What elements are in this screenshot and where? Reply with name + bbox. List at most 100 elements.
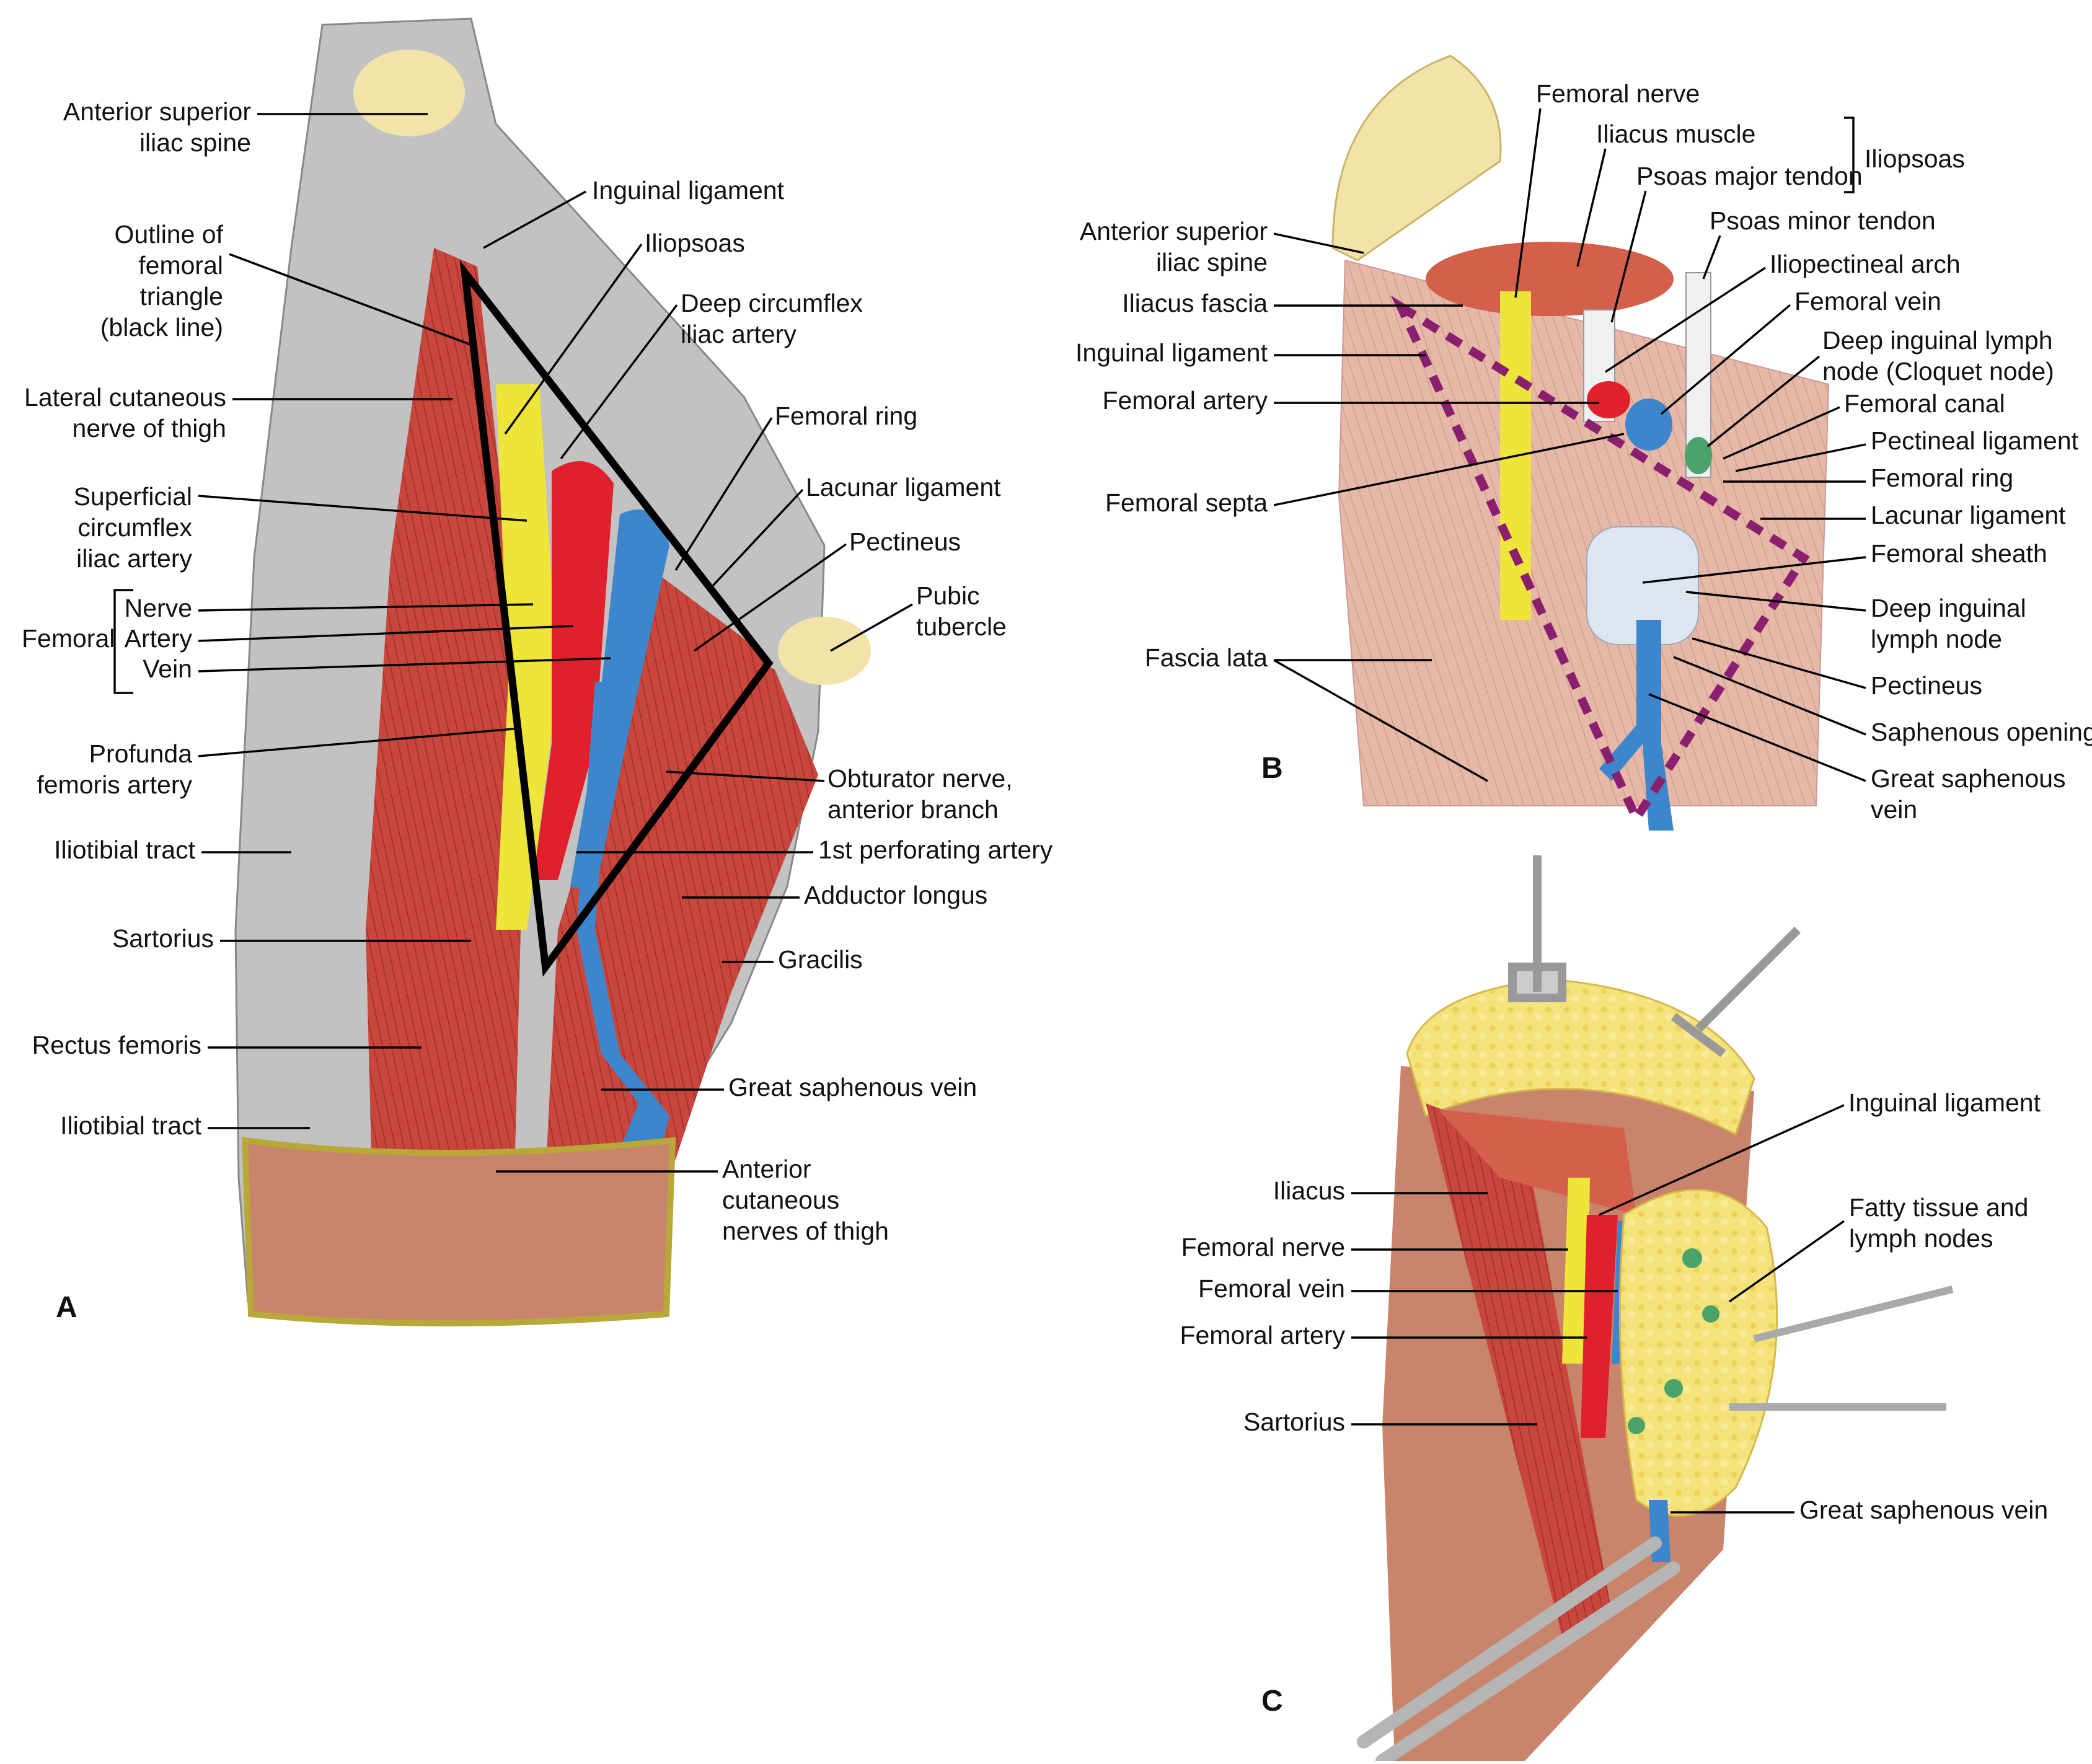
label-femoral-artery-b: Femoral artery — [1102, 386, 1268, 415]
label-iliopsoas-b: Iliopsoas — [1865, 144, 1965, 173]
label-acn-a-2: cutaneous — [722, 1186, 839, 1214]
sartorius-muscle-c — [1426, 1103, 1612, 1636]
label-gracilis-a: Gracilis — [778, 945, 863, 974]
leader-saphenous-opening-b — [1673, 656, 1866, 736]
label-iliopsoas-a: Iliopsoas — [645, 229, 745, 257]
panel-letter-c: C — [1261, 1685, 1283, 1718]
label-sartorius-a: Sartorius — [112, 924, 214, 953]
leader-vein-a — [198, 657, 611, 673]
pubic-tubercle-bone — [778, 617, 871, 685]
label-nerve-a: Nerve — [125, 594, 192, 622]
anterior-superior-iliac-spine-bone — [353, 50, 465, 136]
leader-pectineus-a — [694, 543, 847, 652]
retractor-right-c — [1671, 927, 1801, 1057]
label-fatty-c-2: lymph nodes — [1849, 1224, 1993, 1253]
label-pectineal-b: Pectineal ligament — [1871, 426, 2079, 455]
label-asis-a-1: Anterior superior — [63, 97, 251, 126]
leader-femoral-septa-b — [1273, 433, 1625, 506]
leader-fatty-c — [1729, 1220, 1845, 1303]
leader-pectineus-b — [1692, 637, 1866, 689]
femoral-artery-c — [1581, 1215, 1618, 1438]
label-lcn-a-2: nerve of thigh — [73, 414, 226, 443]
label-lcn-a-1: Lateral cutaneous — [24, 383, 226, 412]
label-cloquet-b-2: node (Cloquet node) — [1822, 357, 2054, 386]
label-cloquet-b-1: Deep inguinal lymph — [1822, 326, 2053, 355]
label-profunda-a-2: femoris artery — [37, 770, 192, 799]
femoral-artery-b — [1587, 381, 1630, 418]
label-outline-a-2: femoral — [138, 251, 223, 280]
femoral-triangle-outline — [459, 260, 774, 977]
label-femoral-ring-b: Femoral ring — [1871, 464, 2013, 492]
leader-cloquet-b — [1706, 355, 1821, 448]
leader-iliopectineal-b — [1605, 267, 1766, 373]
label-fascia-lata-b: Fascia lata — [1145, 643, 1268, 672]
leader-outline-a — [229, 253, 478, 348]
label-perforating-a: 1st perforating artery — [818, 836, 1053, 864]
label-femoral-nerve-c: Femoral nerve — [1181, 1233, 1345, 1261]
label-pectineus-a: Pectineus — [849, 527, 961, 556]
bracket-iliopsoas-b — [1844, 117, 1855, 193]
leader-inguinal-c — [1599, 1104, 1845, 1216]
femoral-nerve-c — [1562, 1178, 1590, 1364]
cloquet-node-b — [1685, 437, 1712, 474]
label-fatty-c-1: Fatty tissue and — [1849, 1193, 2028, 1222]
label-femoral-vein-c: Femoral vein — [1198, 1274, 1345, 1303]
panel-letter-a: A — [56, 1291, 77, 1324]
lymph-node-3-c — [1664, 1379, 1683, 1398]
label-vein-a: Vein — [143, 655, 192, 683]
leader-dcia-a — [560, 304, 678, 460]
label-dcia-a-1: Deep circumflex — [681, 289, 863, 317]
leader-lacunar-a — [712, 488, 804, 587]
labels-panel-b: B Femoral nerve Iliacus muscle Iliopsoas… — [1075, 79, 2092, 824]
label-sartorius-c: Sartorius — [1243, 1408, 1345, 1436]
label-lacunar-b: Lacunar ligament — [1871, 501, 2066, 529]
leader-obturator-a — [666, 770, 825, 782]
lymph-node-4-c — [1628, 1417, 1645, 1434]
label-iliopectineal-b: Iliopectineal arch — [1770, 250, 1961, 278]
labels-panel-c: C Inguinal ligament Iliacus Fatty tissue… — [1180, 1088, 2048, 1718]
forceps-c — [1357, 1537, 1680, 1764]
panel-c — [1357, 855, 1954, 1764]
lymph-node-2-c — [1702, 1305, 1719, 1323]
label-iliacus-fascia-b: Iliacus fascia — [1122, 289, 1268, 317]
leader-iliopsoas-a — [504, 244, 643, 434]
label-scia-a-1: Superficial — [74, 482, 192, 511]
label-gsv-c: Great saphenous vein — [1799, 1496, 2048, 1524]
femoral-nerve-a — [496, 384, 558, 930]
label-femoral-artery-c: Femoral artery — [1180, 1321, 1345, 1349]
leader-deep-node-b — [1685, 591, 1866, 612]
skin-cuff-a — [241, 1137, 676, 1326]
leader-profunda-a — [198, 727, 521, 757]
pelvic-bone-b — [1331, 55, 1502, 262]
label-dcia-a-2: iliac artery — [681, 320, 797, 348]
hook-upper-c — [1753, 1286, 1954, 1343]
label-gsv-a: Great saphenous vein — [728, 1073, 977, 1101]
label-inguinal-ligament-c: Inguinal ligament — [1848, 1088, 2041, 1117]
label-femoral-septa-b: Femoral septa — [1105, 488, 1268, 517]
leader-pubic-a — [830, 603, 913, 652]
sartorius-muscle — [366, 248, 521, 1178]
label-femoral-group-a: Femoral — [22, 624, 115, 653]
label-psoas-major-b: Psoas major tendon — [1636, 162, 1863, 190]
label-profunda-a-1: Profunda — [89, 739, 193, 768]
label-inguinal-ligament-a: Inguinal ligament — [592, 176, 785, 205]
leader-psoas-major-b — [1610, 190, 1647, 323]
great-saphenous-vein-a — [576, 682, 669, 1165]
label-lacunar-a: Lacunar ligament — [806, 473, 1001, 501]
label-obturator-a-1: Obturator nerve, — [828, 764, 1013, 793]
label-obturator-a-2: anterior branch — [828, 795, 999, 824]
label-asis-b-2: iliac spine — [1156, 248, 1268, 276]
label-femoral-canal-b: Femoral canal — [1844, 389, 2005, 418]
leader-asis-b — [1273, 232, 1364, 254]
label-femoral-ring-a: Femoral ring — [775, 402, 917, 430]
panel-letter-b: B — [1261, 752, 1283, 785]
leader-artery-a — [198, 625, 574, 642]
leader-femoral-ring-a — [674, 417, 773, 571]
leader-nerve-a — [198, 603, 534, 612]
leader-femoral-nerve-b — [1514, 108, 1542, 298]
label-scia-a-3: iliac artery — [76, 544, 192, 573]
fat-flap-c — [1406, 978, 1755, 1136]
femoral-triangle-dashed-outline — [1390, 295, 1810, 827]
